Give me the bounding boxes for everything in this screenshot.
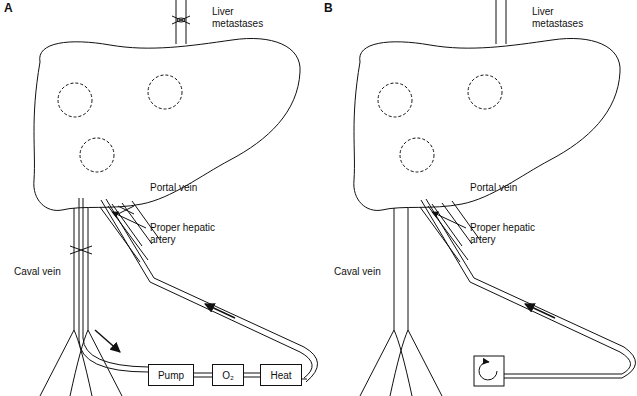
device-box: O₂ xyxy=(212,364,244,386)
panel-letter: A xyxy=(4,2,24,14)
part-label: Caval vein xyxy=(334,266,390,278)
panel-letter: B xyxy=(324,2,344,14)
part-label: Portal vein xyxy=(150,182,230,194)
tube-connector xyxy=(244,373,260,377)
tube-connector xyxy=(194,373,212,377)
box-text: Heat xyxy=(270,370,291,381)
part-label: Caval vein xyxy=(14,266,70,278)
part-label: Portal vein xyxy=(470,182,550,194)
box-text: O₂ xyxy=(222,370,234,381)
part-label: Liver metastases xyxy=(212,6,272,30)
box-text: Pump xyxy=(158,370,184,381)
device-box: Heat xyxy=(260,364,302,386)
device-box: Pump xyxy=(148,364,194,386)
part-label: Liver metastases xyxy=(532,6,592,30)
part-label: Proper hepatic artery xyxy=(470,222,540,246)
part-label: Proper hepatic artery xyxy=(150,222,220,246)
